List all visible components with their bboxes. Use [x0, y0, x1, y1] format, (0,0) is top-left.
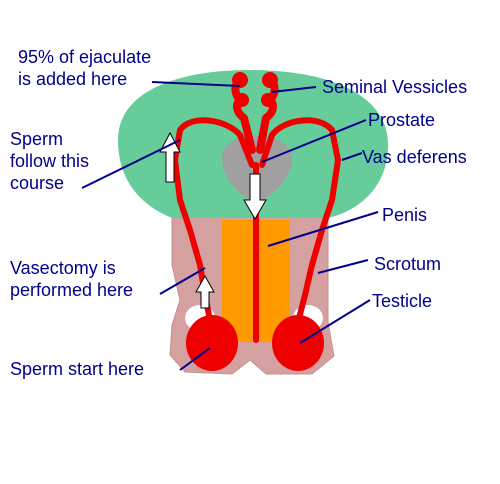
pointer-sperm-course	[81, 139, 181, 189]
label-prostate: Prostate	[368, 110, 436, 130]
right-vesicle-lobe	[261, 93, 275, 107]
pointer-prostate	[261, 119, 367, 163]
label-vas-deferens: Vas deferens	[362, 147, 467, 167]
label-sperm-course: Sperm follow this course	[10, 129, 90, 193]
label-penis: Penis	[382, 205, 428, 225]
right-vesicle-bulb	[262, 72, 278, 88]
left-vas-deferens	[172, 117, 255, 333]
pointer-penis	[267, 211, 379, 247]
right-testicle	[272, 315, 324, 371]
down-arrow-prostate	[243, 173, 267, 220]
up-arrow-lower	[195, 274, 215, 309]
left-vesicle-lobe	[235, 93, 249, 107]
label-seminal-vesicles: Seminal Vessicles	[322, 77, 468, 97]
pointer-sperm-start	[179, 347, 211, 371]
pointer-testicle	[299, 299, 371, 344]
pointer-scrotum	[317, 259, 369, 274]
pointer-lines	[81, 81, 379, 371]
label-vasectomy: Vasectomy is performed here	[10, 258, 134, 300]
pointer-vasectomy	[159, 267, 206, 295]
pointer-vas-deferens	[341, 152, 363, 161]
label-scrotum: Scrotum	[374, 254, 442, 274]
label-sperm-start: Sperm start here	[10, 359, 145, 379]
pointer-seminal-vesicles	[271, 86, 317, 93]
pointer-ejaculate	[151, 81, 241, 87]
label-ejaculate: 95% of ejaculate is added here	[18, 47, 152, 89]
label-testicle: Testicle	[372, 291, 433, 311]
left-testicle	[186, 315, 238, 371]
left-vesicle-bulb	[232, 72, 248, 88]
